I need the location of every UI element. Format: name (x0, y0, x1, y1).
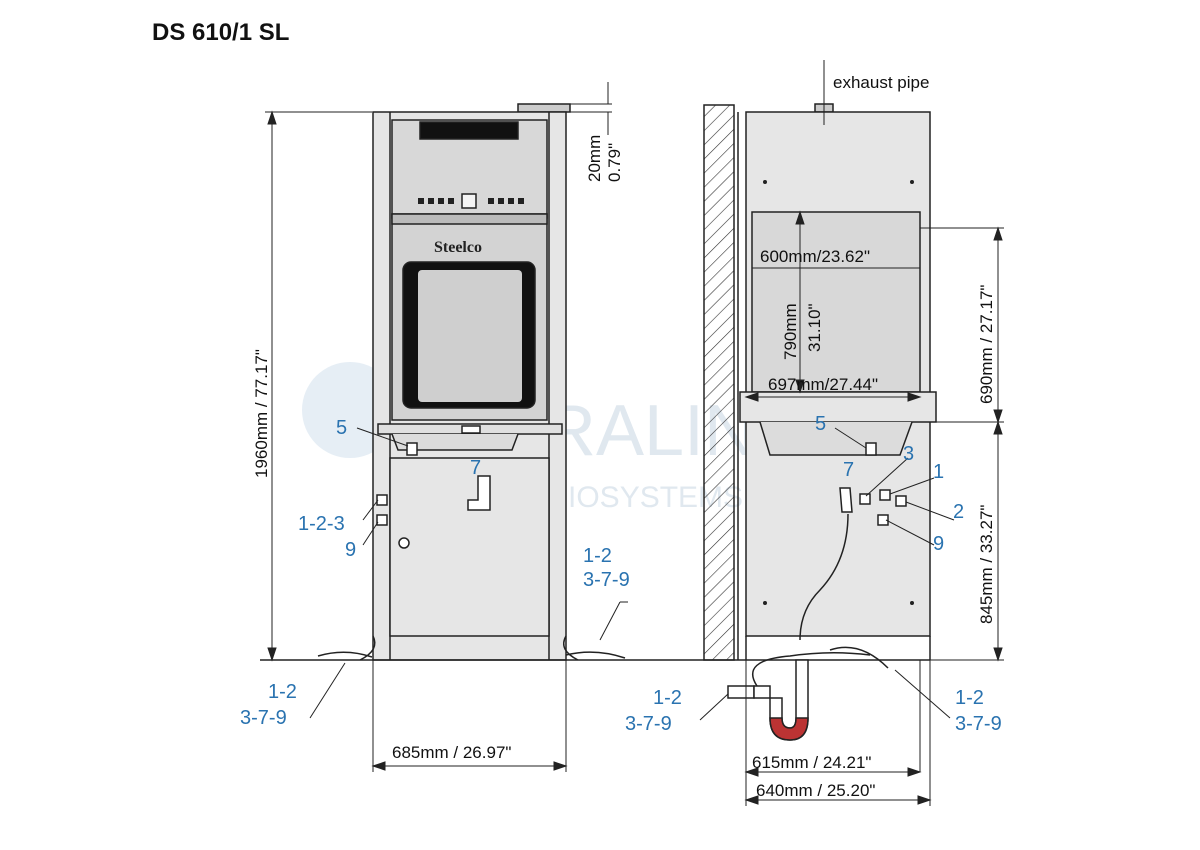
front-height-label: 1960mm / 77.17" (252, 349, 271, 478)
side-callout-1: 1 (933, 461, 944, 483)
side-dimensions (744, 60, 1004, 806)
front-callout-right-line1: 1-2 (583, 545, 612, 567)
door-window-glass (418, 270, 522, 402)
wall-hatch (703, 104, 735, 661)
side-hose-right (829, 646, 889, 669)
power-switch (461, 193, 477, 209)
door-top-band (391, 213, 548, 225)
side-connector-3 (859, 493, 871, 505)
shelf-label (461, 425, 481, 434)
display-bar (419, 121, 519, 140)
side-callout-3: 3 (903, 443, 914, 465)
side-basin (759, 421, 913, 456)
page-title: DS 610/1 SL (152, 19, 289, 46)
hose-left (317, 651, 373, 658)
side-hose-left (752, 651, 871, 687)
lock-icon (398, 537, 410, 549)
side-connector-1 (879, 489, 891, 501)
control-buttons (418, 198, 524, 204)
hose-right (565, 651, 626, 659)
front-exhaust-stub (517, 103, 571, 113)
depth-label-2: 640mm / 25.20" (756, 781, 875, 800)
front-callout-5: 5 (336, 417, 347, 439)
valve-5 (406, 442, 418, 456)
side-callout-right-line2: 3-7-9 (955, 713, 1002, 735)
front-callout-123: 1-2-3 (298, 513, 345, 535)
lower-panel (389, 457, 550, 637)
side-chamber (751, 211, 921, 393)
front-callout-bottom-line1: 1-2 (268, 681, 297, 703)
side-callout-2: 2 (953, 501, 964, 523)
front-dimensions (265, 82, 612, 772)
front-callout-right-line2: 3-7-9 (583, 569, 630, 591)
side-callout-left-line2: 3-7-9 (625, 713, 672, 735)
front-leaders (309, 427, 628, 719)
top-dim-in: 0.79" (605, 143, 624, 182)
drain-7 (467, 475, 491, 511)
side-connector-9 (877, 514, 889, 526)
side-callout-9: 9 (933, 533, 944, 555)
steelco-logo: Steelco (434, 239, 482, 256)
chamber-height-in: 31.10" (805, 303, 824, 352)
side-callout-right-line1: 1-2 (955, 687, 984, 709)
side-callout-left-line1: 1-2 (653, 687, 682, 709)
front-callout-bottom-line2: 3-7-9 (240, 707, 287, 729)
chamber-width-label: 600mm/23.62" (760, 247, 870, 266)
front-callout-9: 9 (345, 539, 356, 561)
side-connector-2 (895, 495, 907, 507)
side-valve-7 (839, 487, 853, 513)
side-callout-7: 7 (843, 459, 854, 481)
side-callout-5: 5 (815, 413, 826, 435)
upper-height-label: 690mm / 27.17" (977, 285, 996, 404)
side-valve-5 (865, 442, 877, 456)
front-width-label: 685mm / 26.97" (392, 743, 511, 762)
front-callout-7: 7 (470, 457, 481, 479)
top-dim-mm: 20mm (585, 135, 604, 182)
side-leaders (699, 427, 955, 721)
front-view: Steelco (260, 103, 700, 661)
front-foot-right (563, 635, 579, 661)
front-basin (391, 433, 519, 451)
front-foot-left (359, 635, 376, 661)
lower-height-label: 845mm / 33.27" (977, 505, 996, 624)
exhaust-label: exhaust pipe (833, 73, 929, 92)
connector-9 (376, 514, 388, 526)
connector-123 (376, 494, 388, 506)
depth-label-1: 615mm / 24.21" (752, 753, 871, 772)
chamber-height-mm: 790mm (781, 303, 800, 360)
siphon-inlet (727, 685, 755, 699)
side-drain-hose (799, 513, 849, 641)
chamber-depth-label: 697mm/27.44" (768, 375, 878, 394)
siphon-water (769, 717, 809, 741)
